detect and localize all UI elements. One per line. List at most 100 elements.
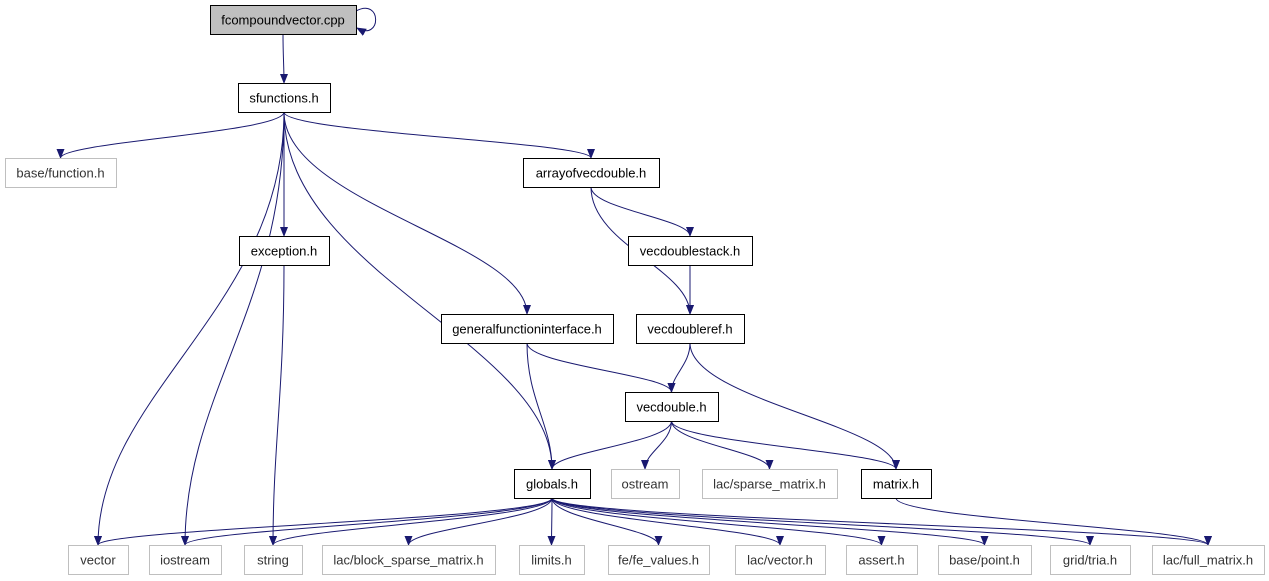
edge-globals-to-iostream — [181, 497, 553, 546]
node-label-gridtria: grid/tria.h — [1063, 553, 1117, 568]
edge-globals-to-string — [269, 497, 553, 546]
node-generalfunctioninterface[interactable]: generalfunctioninterface.h — [441, 314, 614, 344]
edge-sfunctions-to-basefunction — [56, 111, 285, 159]
node-label-fullmatrix: lac/full_matrix.h — [1163, 553, 1253, 568]
node-label-exception: exception.h — [251, 244, 318, 259]
edge-vecdouble-to-matrix — [671, 420, 900, 470]
edge-sfunctions-to-generalfunctioninterface — [283, 111, 531, 315]
node-iostream: iostream — [149, 545, 222, 575]
node-label-string: string — [257, 553, 289, 568]
node-box-lacvector — [735, 545, 826, 575]
node-fullmatrix: lac/full_matrix.h — [1152, 545, 1265, 575]
node-label-sfunctions: sfunctions.h — [249, 91, 318, 106]
node-lacvector: lac/vector.h — [735, 545, 826, 575]
node-box-arrayofvecdouble — [523, 158, 660, 188]
node-globals[interactable]: globals.h — [514, 469, 591, 499]
node-label-fcompoundvector: fcompoundvector.cpp — [221, 13, 345, 28]
node-box-iostream — [149, 545, 222, 575]
nodes-layer: fcompoundvector.cpp sfunctions.h base/func… — [5, 5, 1265, 575]
node-arrayofvecdouble[interactable]: arrayofvecdouble.h — [523, 158, 660, 188]
edge-vecdouble-to-ostream — [641, 420, 672, 470]
node-box-sfunctions — [238, 83, 331, 113]
node-box-assert — [846, 545, 918, 575]
node-exception[interactable]: exception.h — [239, 236, 330, 266]
node-box-string — [244, 545, 303, 575]
edge-globals-to-lacvector — [551, 497, 784, 546]
edge-arrayofvecdouble-to-vecdoublestack — [590, 186, 694, 237]
edge-globals-to-gridtria — [551, 497, 1094, 546]
node-label-iostream: iostream — [160, 553, 210, 568]
edges-layer — [56, 8, 1212, 546]
node-vecdouble[interactable]: vecdouble.h — [625, 392, 719, 422]
edge-globals-to-basepoint — [551, 497, 989, 546]
node-gridtria: grid/tria.h — [1050, 545, 1131, 575]
node-vecdoublestack[interactable]: vecdoublestack.h — [628, 236, 753, 266]
node-box-fcompoundvector — [210, 5, 357, 35]
node-vector: vector — [68, 545, 129, 575]
edge-generalfunctioninterface-to-vecdouble — [526, 342, 676, 393]
node-matrix[interactable]: matrix.h — [861, 469, 932, 499]
edge-vecdoubleref-to-matrix — [689, 342, 900, 470]
edge-sfunctions-to-vector — [94, 111, 285, 546]
edge-globals-to-blocksparse — [404, 497, 553, 546]
node-ostream: ostream — [611, 469, 680, 499]
node-basepoint: base/point.h — [938, 545, 1032, 575]
node-label-blocksparse: lac/block_sparse_matrix.h — [333, 553, 483, 568]
node-label-limits: limits.h — [531, 553, 571, 568]
node-box-exception — [239, 236, 330, 266]
node-box-basepoint — [938, 545, 1032, 575]
node-box-limits — [519, 545, 585, 575]
edge-vecdoubleref-to-vecdouble — [667, 342, 691, 393]
node-label-lacvector: lac/vector.h — [747, 553, 813, 568]
node-label-sparsematrix: lac/sparse_matrix.h — [713, 477, 826, 492]
node-box-sparsematrix — [702, 469, 838, 499]
node-box-vecdoubleref — [636, 314, 745, 344]
edge-matrix-to-fullmatrix — [895, 497, 1212, 546]
node-label-fevalues: fe/fe_values.h — [618, 553, 699, 568]
node-assert: assert.h — [846, 545, 918, 575]
edge-sfunctions-to-iostream — [181, 111, 285, 546]
node-vecdoubleref[interactable]: vecdoubleref.h — [636, 314, 745, 344]
node-label-globals: globals.h — [526, 477, 578, 492]
node-sparsematrix: lac/sparse_matrix.h — [702, 469, 838, 499]
edge-globals-to-limits — [547, 497, 556, 546]
node-fevalues: fe/fe_values.h — [608, 545, 710, 575]
node-label-assert: assert.h — [858, 553, 904, 568]
node-box-gridtria — [1050, 545, 1131, 575]
node-string: string — [244, 545, 303, 575]
node-box-basefunction — [5, 158, 117, 188]
node-box-fevalues — [608, 545, 710, 575]
edge-globals-to-fullmatrix — [551, 497, 1212, 546]
node-label-vecdoublestack: vecdoublestack.h — [640, 244, 740, 259]
edge-sfunctions-to-arrayofvecdouble — [283, 111, 595, 159]
node-label-ostream: ostream — [622, 477, 669, 492]
node-sfunctions[interactable]: sfunctions.h — [238, 83, 331, 113]
node-blocksparse: lac/block_sparse_matrix.h — [322, 545, 496, 575]
edge-globals-to-vector — [94, 497, 553, 546]
node-basefunction: base/function.h — [5, 158, 117, 188]
node-fcompoundvector[interactable]: fcompoundvector.cpp — [210, 5, 357, 35]
node-label-vecdouble: vecdouble.h — [636, 400, 706, 415]
edge-globals-to-fevalues — [551, 497, 663, 546]
node-box-generalfunctioninterface — [441, 314, 614, 344]
node-label-vector: vector — [80, 553, 116, 568]
node-box-fullmatrix — [1152, 545, 1265, 575]
node-box-blocksparse — [322, 545, 496, 575]
edge-exception-to-string — [269, 264, 285, 546]
edge-vecdouble-to-sparsematrix — [671, 420, 774, 470]
node-label-basepoint: base/point.h — [949, 553, 1020, 568]
node-label-matrix: matrix.h — [873, 477, 919, 492]
node-label-basefunction: base/function.h — [16, 166, 104, 181]
node-limits: limits.h — [519, 545, 585, 575]
node-box-ostream — [611, 469, 680, 499]
node-box-vecdouble — [625, 392, 719, 422]
node-box-vector — [68, 545, 129, 575]
edge-globals-to-assert — [551, 497, 886, 546]
edge-vecdouble-to-globals — [548, 420, 672, 470]
node-box-matrix — [861, 469, 932, 499]
node-box-globals — [514, 469, 591, 499]
edge-fcompoundvector-to-sfunctions — [279, 33, 288, 84]
edge-sfunctions-to-globals — [283, 111, 556, 470]
node-label-arrayofvecdouble: arrayofvecdouble.h — [536, 166, 647, 181]
